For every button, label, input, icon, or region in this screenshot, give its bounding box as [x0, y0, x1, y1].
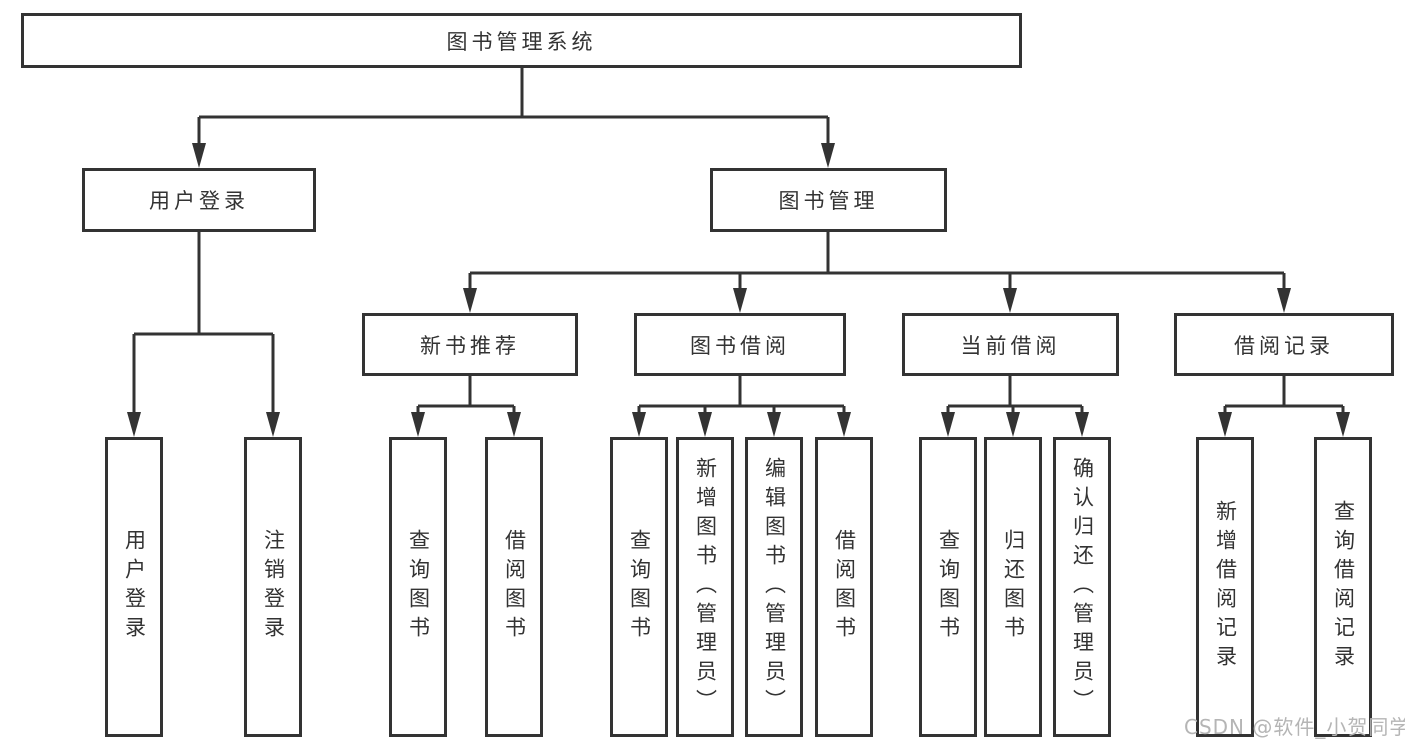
watermark: CSDN @软件_小贺同学: [1184, 715, 1405, 739]
node-label: 图书管理: [778, 189, 879, 213]
node-return-books: 归还图书: [984, 437, 1042, 737]
connector-lines: [132, 68, 1345, 413]
node-add-borrow-record: 新增借阅记录: [1196, 437, 1254, 737]
node-label: 借阅图书: [832, 529, 857, 645]
node-label: 编辑图书（管理员）: [762, 456, 787, 718]
node-label: 用户登录: [122, 529, 147, 645]
node-add-books-admin: 新增图书（管理员）: [676, 437, 734, 737]
node-query-books-recommend: 查询图书: [389, 437, 447, 737]
arrow-down-icon: [1277, 288, 1291, 313]
arrow-down-icon: [127, 412, 141, 437]
node-label: 注销登录: [261, 529, 286, 645]
node-label: 当前借阅: [960, 333, 1061, 358]
node-label: 查询图书: [627, 529, 652, 645]
node-user-login: 用户登录: [82, 168, 316, 232]
arrowheads: [127, 143, 1350, 437]
node-user-login-action: 用户登录: [105, 437, 163, 737]
node-label: 确认归还（管理员）: [1070, 456, 1095, 718]
node-borrow-books-recommend: 借阅图书: [485, 437, 543, 737]
arrow-down-icon: [837, 412, 851, 437]
node-label: 新增借阅记录: [1213, 500, 1238, 674]
arrow-down-icon: [1336, 412, 1350, 437]
node-borrow-books-action: 借阅图书: [815, 437, 873, 737]
node-book-management: 图书管理: [710, 168, 947, 232]
node-query-books-borrow: 查询图书: [610, 437, 668, 737]
arrow-down-icon: [507, 412, 521, 437]
arrow-down-icon: [767, 412, 781, 437]
node-query-books-current: 查询图书: [919, 437, 977, 737]
node-label: 查询图书: [936, 529, 961, 645]
node-logout-action: 注销登录: [244, 437, 302, 737]
arrow-down-icon: [266, 412, 280, 437]
node-book-borrowing: 图书借阅: [634, 313, 846, 376]
node-label: 查询借阅记录: [1331, 500, 1356, 674]
node-label: 归还图书: [1001, 529, 1026, 645]
arrow-down-icon: [411, 412, 425, 437]
arrow-down-icon: [632, 412, 646, 437]
node-borrowing-records: 借阅记录: [1174, 313, 1394, 376]
arrow-down-icon: [1075, 412, 1089, 437]
node-label: 图书借阅: [690, 333, 790, 358]
arrow-down-icon: [821, 143, 835, 168]
arrow-down-icon: [941, 412, 955, 437]
node-label: 查询图书: [406, 529, 431, 645]
arrow-down-icon: [1218, 412, 1232, 437]
arrow-down-icon: [698, 412, 712, 437]
node-query-borrow-record: 查询借阅记录: [1314, 437, 1372, 737]
node-current-borrowing: 当前借阅: [902, 313, 1119, 376]
arrow-down-icon: [1006, 412, 1020, 437]
node-label: 借阅图书: [502, 529, 527, 645]
node-label: 图书管理系统: [446, 29, 597, 54]
node-confirm-return-admin: 确认归还（管理员）: [1053, 437, 1111, 737]
node-label: 借阅记录: [1234, 333, 1334, 358]
node-label: 用户登录: [149, 189, 249, 213]
arrow-down-icon: [1003, 288, 1017, 313]
arrow-down-icon: [733, 288, 747, 313]
node-new-book-recommendation: 新书推荐: [362, 313, 578, 376]
node-label: 新增图书（管理员）: [693, 456, 718, 718]
arrow-down-icon: [463, 288, 477, 313]
node-edit-books-admin: 编辑图书（管理员）: [745, 437, 803, 737]
node-library-management-system: 图书管理系统: [21, 13, 1022, 68]
arrow-down-icon: [192, 143, 206, 168]
node-label: 新书推荐: [420, 333, 520, 358]
